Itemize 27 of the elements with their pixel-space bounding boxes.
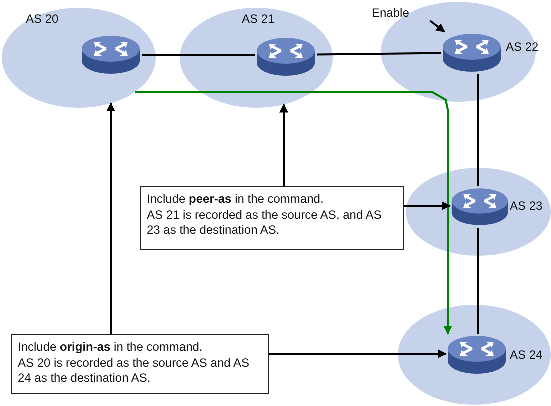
arrow: [106, 102, 116, 334]
callout-box: [11, 334, 269, 394]
link-line: [477, 228, 479, 334]
router-icon: [450, 186, 510, 228]
link-line: [316, 52, 442, 56]
arrow: [280, 104, 288, 186]
callout-text: AS 20 is recorded as the source AS and AS 24 as the destination AS.: [18, 356, 250, 386]
link-line: [477, 74, 479, 186]
as-label: AS 20: [26, 12, 59, 26]
callout-text: Include origin-as in the command.: [18, 340, 204, 356]
as-label: AS 24: [510, 348, 543, 362]
as-label: AS 22: [506, 40, 539, 54]
annotation-text: Enable: [372, 6, 410, 20]
arrow: [136, 91, 452, 335]
arrow: [430, 20, 446, 33]
router-icon: [255, 36, 317, 78]
as-label: AS 23: [510, 199, 543, 213]
callout-text: AS 21 is recorded as the source AS, and AS 23 as the destination AS.: [147, 208, 383, 238]
router-icon: [441, 32, 503, 74]
as-label: AS 21: [242, 12, 275, 26]
link-line: [142, 54, 255, 56]
arrow: [404, 202, 451, 210]
router-icon: [80, 34, 142, 76]
router-icon: [446, 334, 508, 376]
callout-box: [140, 186, 404, 250]
callout-text: Include peer-as in the command.: [147, 192, 325, 208]
arrow: [269, 350, 447, 358]
